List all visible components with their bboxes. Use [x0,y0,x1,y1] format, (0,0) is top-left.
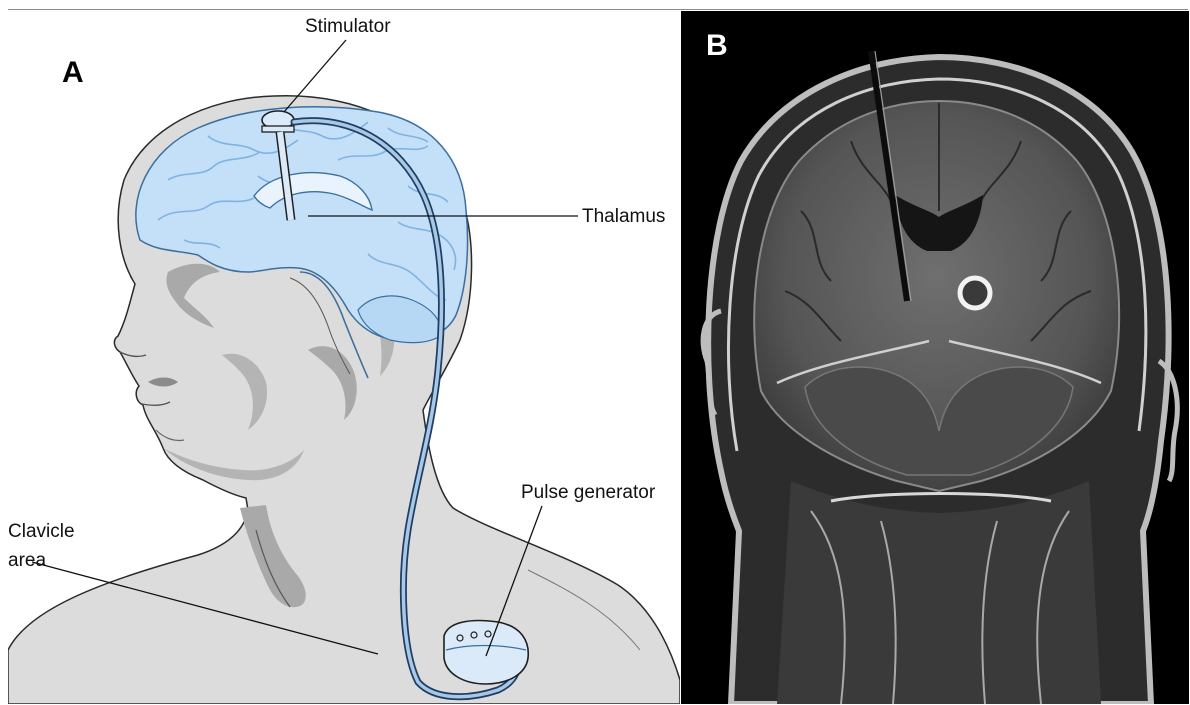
label-pulse-generator: Pulse generator [521,481,655,505]
panel-a-illustration: A Stimulator Thalamus Pulse generator Cl… [8,10,680,704]
stimulator-base [262,126,294,132]
label-stimulator: Stimulator [305,15,391,39]
label-clavicle-line2: area [8,549,46,573]
pulse-generator-device [444,621,528,684]
label-thalamus: Thalamus [582,205,665,229]
panel-b-mri: B [681,11,1189,704]
label-clavicle-line1: Clavicle [8,520,75,544]
panel-b-letter: B [706,31,728,61]
panel-a-letter: A [62,58,84,88]
mri-image [681,11,1189,704]
mri-neck [777,481,1101,704]
mri-ring-lesion [960,278,990,308]
illustration-canvas [8,10,680,704]
